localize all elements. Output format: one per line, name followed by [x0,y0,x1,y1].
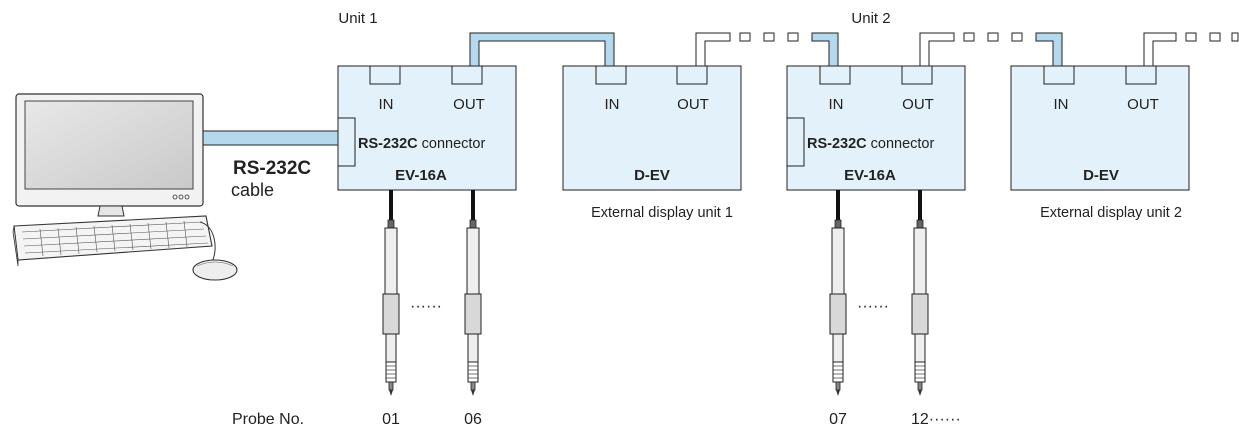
dev-1-in-port-label: IN [605,96,620,113]
dev-1-model-label: D-EV [634,167,670,184]
probe-number-12: 12······ [911,411,961,428]
unit-1-model-label: EV-16A [395,167,447,184]
probe-12 [910,188,930,398]
unit-1-in-port-label: IN [379,96,394,113]
chain-cable-ext2-out [1143,32,1177,67]
dev-2-out-port-label: OUT [1127,96,1159,113]
chain-cable-ext1-to-u2 [695,32,731,67]
rs232c-cable [202,130,339,146]
chain-cable-u1-to-ext1 [469,32,615,67]
unit-2-model-label: EV-16A [844,167,896,184]
probe-number-07: 07 [829,411,847,428]
probe-06 [463,188,483,398]
dev-unit-1 [562,65,742,191]
chain-cable-u2-out [919,32,955,67]
probe-number-06: 06 [464,411,482,428]
cable-word-label: cable [231,180,274,200]
probe-ellipsis-unit-1: ······ [410,298,442,315]
unit-1-out-port-label: OUT [453,96,485,113]
chain-continuation-squares [739,32,1239,42]
unit-2-label: Unit 2 [851,10,890,27]
probe-07 [828,188,848,398]
cable-name-label: RS-232C [233,158,311,179]
dev-unit-2 [1010,65,1190,191]
unit-2-in-port-label: IN [829,96,844,113]
computer-icon [12,93,238,281]
dev-2-model-label: D-EV [1083,167,1119,184]
dev-1-out-port-label: OUT [677,96,709,113]
dev-2-in-port-label: IN [1054,96,1069,113]
unit-2-connector-text: connector [871,136,935,152]
chain-cable-ext2-in [1035,32,1063,67]
chain-cable-u2-in [811,32,839,67]
unit-2-connector-bold: RS-232C [807,136,867,152]
probe-number-01: 01 [382,411,400,428]
external-display-1-caption: External display unit 1 [591,205,733,221]
unit-1-connector-bold: RS-232C [358,136,418,152]
probe-01 [381,188,401,398]
probe-ellipsis-unit-2: ······ [857,298,889,315]
external-display-2-caption: External display unit 2 [1040,205,1182,221]
ev16a-unit-2 [786,65,966,191]
unit-2-out-port-label: OUT [902,96,934,113]
probe-number-label: Probe No. [232,411,304,428]
ev16a-unit-1 [337,65,517,191]
unit-1-connector-text: connector [422,136,486,152]
unit-1-label: Unit 1 [338,10,377,27]
